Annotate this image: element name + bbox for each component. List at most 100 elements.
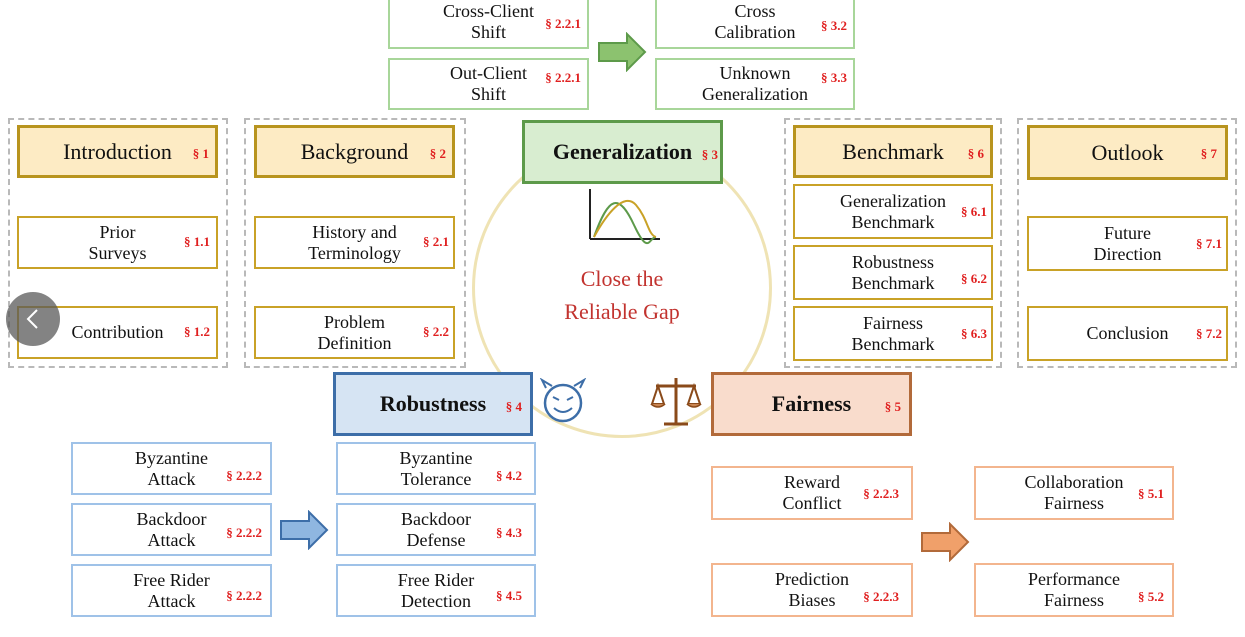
curve-plot-icon [589,189,660,244]
problem-definition-label: Problem Definition [317,311,392,353]
problem-definition-sec: § 2.2 [423,324,449,339]
background-title: Background [300,138,409,164]
center-text: Close the Reliable Gap [520,262,724,328]
conclusion-box: Conclusion § 7.2 [1027,306,1228,361]
cross-client-shift-label: Cross-Client Shift [442,0,534,42]
fairness-benchmark-label: Fairness Benchmark [851,312,935,354]
byzantine-tolerance-label: Byzantine Tolerance [399,447,473,489]
fairness-benchmark-sec: § 6.3 [961,326,987,341]
cross-calibration-sec: § 3.2 [821,18,847,33]
robustness-sec: § 4 [505,399,522,414]
reward-conflict-sec: § 2.2.3 [863,486,899,501]
robustness-benchmark-box: Robustness Benchmark § 6.2 [793,245,993,300]
cross-calibration-box: Cross Calibration § 3.2 [655,0,855,49]
backdoor-defense-box: Backdoor Defense § 4.3 [336,503,536,556]
introduction-group [8,118,228,368]
collaboration-fairness-label: Collaboration Fairness [1024,472,1124,513]
generalization-title: Generalization [552,139,693,165]
right-arrow-icon [921,522,970,562]
generalization-benchmark-sec: § 6.1 [961,204,987,219]
out-client-shift-box: Out-Client Shift § 2.2.1 [388,58,589,110]
benchmark-group [784,118,1002,368]
future-direction-box: Future Direction § 7.1 [1027,216,1228,271]
collaboration-fairness-sec: § 5.1 [1138,486,1164,501]
future-direction-sec: § 7.1 [1196,236,1222,251]
fairness-benchmark-box: Fairness Benchmark § 6.3 [793,306,993,361]
center-text-line2: Reliable Gap [564,299,680,324]
performance-fairness-sec: § 5.2 [1138,589,1164,604]
conclusion-label: Conclusion [1086,323,1169,344]
fairness-sec: § 5 [884,399,901,414]
byzantine-tolerance-sec: § 4.2 [496,468,522,483]
cross-calibration-label: Cross Calibration [714,0,796,42]
prior-surveys-sec: § 1.1 [184,234,210,249]
free-rider-attack-label: Free Rider Attack [133,569,210,611]
prev-nav-icon [26,309,38,329]
backdoor-defense-label: Backdoor Defense [401,508,471,550]
balance-scale-icon [650,378,702,426]
background-group [244,118,466,368]
right-arrow-icon [280,510,329,550]
prev-nav-button[interactable] [6,292,60,346]
introduction-title: Introduction [63,138,172,164]
unknown-generalization-label: Unknown Generalization [702,63,808,104]
prediction-biases-label: Prediction Biases [775,569,849,610]
prediction-biases-sec: § 2.2.3 [863,589,899,604]
out-client-shift-sec: § 2.2.1 [545,70,581,85]
reward-conflict-box: Reward Conflict § 2.2.3 [711,466,913,520]
byzantine-attack-label: Byzantine Attack [135,447,208,489]
contribution-sec: § 1.2 [184,324,210,339]
problem-definition-box: Problem Definition § 2.2 [254,306,455,359]
generalization-benchmark-label: Generalization Benchmark [840,190,946,232]
background-sec: § 2 [429,146,446,161]
free-rider-detection-box: Free Rider Detection § 4.5 [336,564,536,617]
unknown-generalization-box: Unknown Generalization § 3.3 [655,58,855,110]
prior-surveys-label: Prior Surveys [88,221,147,263]
cross-client-shift-sec: § 2.2.1 [545,16,581,31]
generalization-sec: § 3 [701,147,718,162]
prediction-biases-box: Prediction Biases § 2.2.3 [711,563,913,617]
backdoor-attack-box: Backdoor Attack § 2.2.2 [71,503,272,556]
benchmark-title: Benchmark [842,138,944,164]
out-client-shift-label: Out-Client Shift [450,63,527,104]
future-direction-label: Future Direction [1093,222,1162,264]
performance-fairness-box: Performance Fairness § 5.2 [974,563,1174,617]
introduction-sec: § 1 [192,146,209,161]
generalization-benchmark-box: Generalization Benchmark § 6.1 [793,184,993,239]
reward-conflict-label: Reward Conflict [782,472,842,513]
contribution-label: Contribution [71,322,164,343]
byzantine-attack-sec: § 2.2.2 [226,468,262,483]
background-title-box: Background § 2 [254,125,455,178]
center-text-line1: Close the [580,266,664,291]
conclusion-sec: § 7.2 [1196,326,1222,341]
free-rider-attack-box: Free Rider Attack § 2.2.2 [71,564,272,617]
generalization-title-box: Generalization § 3 [522,120,723,184]
robustness-title: Robustness [379,391,487,417]
outlook-group [1017,118,1237,368]
history-terminology-label: History and Terminology [308,221,401,263]
history-terminology-box: History and Terminology § 2.1 [254,216,455,269]
backdoor-attack-sec: § 2.2.2 [226,525,262,540]
byzantine-attack-box: Byzantine Attack § 2.2.2 [71,442,272,495]
introduction-title-box: Introduction § 1 [17,125,218,178]
fairness-title-box: Fairness § 5 [711,372,912,436]
fairness-title: Fairness [771,391,852,417]
collaboration-fairness-box: Collaboration Fairness § 5.1 [974,466,1174,520]
unknown-generalization-sec: § 3.3 [821,70,847,85]
benchmark-sec: § 6 [967,146,984,161]
performance-fairness-label: Performance Fairness [1028,569,1120,610]
benchmark-title-box: Benchmark § 6 [793,125,993,178]
free-rider-detection-label: Free Rider Detection [397,569,475,611]
outlook-title-box: Outlook § 7 [1027,125,1228,180]
robustness-benchmark-sec: § 6.2 [961,271,987,286]
free-rider-attack-sec: § 2.2.2 [226,588,262,603]
outlook-title: Outlook [1091,139,1164,165]
free-rider-detection-sec: § 4.5 [496,588,522,603]
byzantine-tolerance-box: Byzantine Tolerance § 4.2 [336,442,536,495]
devil-face-icon [539,378,587,423]
outlook-sec: § 7 [1200,146,1217,161]
backdoor-attack-label: Backdoor Attack [136,508,207,550]
history-terminology-sec: § 2.1 [423,234,449,249]
backdoor-defense-sec: § 4.3 [496,525,522,540]
robustness-benchmark-label: Robustness Benchmark [851,251,935,293]
